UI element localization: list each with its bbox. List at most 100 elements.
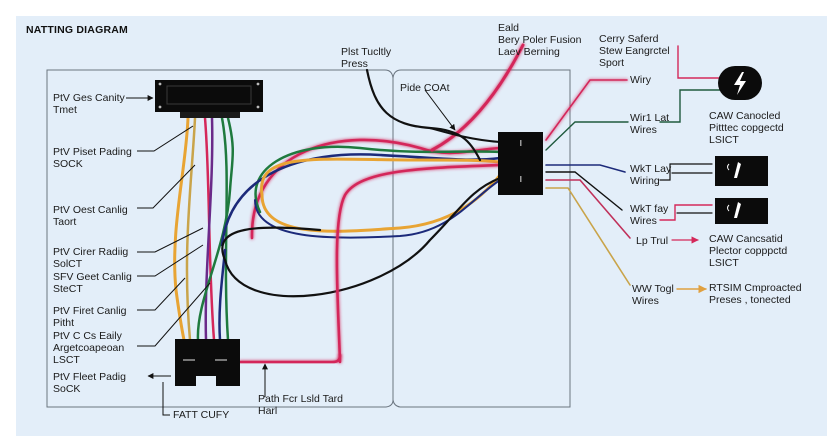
left-label-4: PtV Cirer Radiig SolCT (53, 246, 128, 270)
rtsim-label-line1: RTSIM Cmproacted (709, 282, 802, 294)
fusion-label-line1: Eald (498, 22, 520, 34)
wtogl-label: WW Togl Wires (632, 283, 674, 307)
wkt1-label: WkT Lay Wiring (630, 163, 671, 187)
fusion-label-line2: Bery Poler Fusion (498, 34, 582, 46)
wire-navy-a (218, 248, 227, 342)
wire-navy-wkt1b (659, 163, 713, 181)
wiry-label: Wiry (630, 74, 651, 86)
caw1-label-line1: CAW Canocled (709, 110, 781, 122)
press-label-line2: Press (341, 58, 368, 70)
left-label-8-line2: SoCK (53, 383, 81, 395)
switch-bolt-icon-1 (734, 162, 741, 178)
switch-bolt-icon-2 (734, 202, 741, 218)
left-label-2-line2: SOCK (53, 158, 83, 170)
wtogl-label-line1: WW Togl (632, 283, 674, 295)
wire-red-bottom (238, 353, 342, 364)
wire-red-vertical (335, 163, 502, 364)
left-label-7-line3: LSCT (53, 354, 80, 366)
shape (715, 198, 768, 224)
wire-green-b (196, 116, 235, 342)
callout-coat (424, 89, 456, 131)
shape (180, 112, 240, 118)
caw2-label-line3: LSICT (709, 257, 739, 269)
power-bolt-icon (734, 72, 746, 95)
wire-green-lat (545, 121, 629, 151)
shape (520, 140, 522, 146)
switch-box-2 (715, 198, 768, 224)
wir1-label-line1: Wir1 Lat (630, 112, 670, 124)
wire-group (173, 43, 721, 364)
wkt1-label-line1: WkT Lay (630, 163, 672, 175)
caw2-label-line1: CAW Cancsatid (709, 233, 783, 245)
wiring-svg (46, 43, 768, 416)
wire-olive-a (185, 116, 197, 342)
diagram-title: NATTING DIAGRAM (26, 24, 128, 36)
left-label-2: PtV Piset Pading SOCK (53, 146, 132, 170)
wire-navy-loop2 (254, 179, 501, 239)
wire-purple-a (204, 116, 214, 342)
path-label-line1: Path Fcr Lsld Tard (258, 393, 344, 405)
wire-orange-loop (260, 157, 502, 197)
left-label-5-line1: SFV Geet Canlig (53, 271, 132, 283)
left-label-3: PtV Oest Canlig Taort (53, 204, 128, 228)
wkt2-label-line1: WkT fay (630, 203, 669, 215)
fatt-label: FATT CUFY (173, 409, 230, 421)
wire-red-fusion (430, 43, 525, 152)
caw1-label-line3: LSICT (709, 134, 739, 146)
callout-fatt (162, 382, 170, 416)
center-connector (498, 132, 543, 195)
shape-group (126, 89, 456, 416)
wtogl-label-line2: Wires (632, 295, 659, 307)
left-label-1-line2: Tmet (53, 104, 77, 116)
rtsim-label-line2: Preses , tonected (709, 294, 791, 306)
wire-black-press2 (429, 127, 501, 143)
shape (183, 359, 195, 361)
safe-label-line2: Stew Eangrctel (599, 45, 670, 57)
left-label-6-line2: Pitht (53, 317, 75, 329)
wire-green-loop (254, 145, 502, 214)
left-label-7-line2: Argetcoapeoan (53, 342, 125, 354)
top-connector (155, 80, 263, 118)
safe-label-line1: Cerry Saferd (599, 33, 659, 45)
wkt2-label-line2: Wires (630, 215, 657, 227)
path-label-line2: Harl (258, 405, 278, 417)
uptrul-label: Lp Trul (636, 235, 669, 247)
left-label-8: PtV Fleet Padig SoCK (53, 371, 126, 395)
left-label-3-line2: Taort (53, 216, 77, 228)
left-label-5: SFV Geet Canlig SteCT (53, 271, 132, 295)
caw2-label: CAW Cancsatid Plector copppctd LSICT (709, 233, 787, 269)
left-label-7-line1: PtV C Cs Eaily (53, 330, 122, 342)
left-label-1: PtV Ges Canity Tmet (53, 92, 125, 116)
right-frame (392, 69, 571, 408)
shape (727, 163, 730, 171)
shape (727, 204, 730, 212)
wire-olive-wtogl (545, 187, 631, 286)
wire-red-uptrul (545, 179, 631, 239)
rtsim-label: RTSIM Cmproacted Preses , tonected (709, 282, 802, 306)
left-label-4-line2: SolCT (53, 258, 83, 270)
left-label-6-line1: PtV Firet Canlig (53, 305, 127, 317)
wire-orange-a (173, 116, 190, 342)
shape (196, 376, 216, 387)
wire-green-lat2 (659, 89, 721, 123)
left-label-4-line1: PtV Cirer Radiig (53, 246, 129, 258)
press-label: Plst Tucltly Press (341, 46, 391, 70)
shape (256, 105, 260, 109)
shape (215, 359, 227, 361)
left-label-1-line1: PtV Ges Canity (53, 92, 125, 104)
fusion-label-line3: Laev Berning (498, 46, 560, 58)
left-label-7: PtV C Cs Eaily Argetcoapeoan LSCT (53, 330, 124, 366)
left-label-3-line1: PtV Oest Canlig (53, 204, 128, 216)
wire-red-wkt2 (659, 204, 713, 221)
safe-label-line3: Sport (599, 57, 625, 69)
shape (155, 80, 263, 112)
coat-label: Pide COAt (400, 82, 450, 94)
left-label-8-line1: PtV Fleet Padig (53, 371, 126, 383)
wkt1-label-line2: Wiring (630, 175, 660, 187)
callout-6 (137, 277, 186, 311)
shape (520, 176, 522, 182)
wire-red-wiry (545, 79, 628, 141)
wire-red-safe (677, 45, 721, 79)
shape (166, 85, 252, 105)
shape (256, 82, 260, 86)
